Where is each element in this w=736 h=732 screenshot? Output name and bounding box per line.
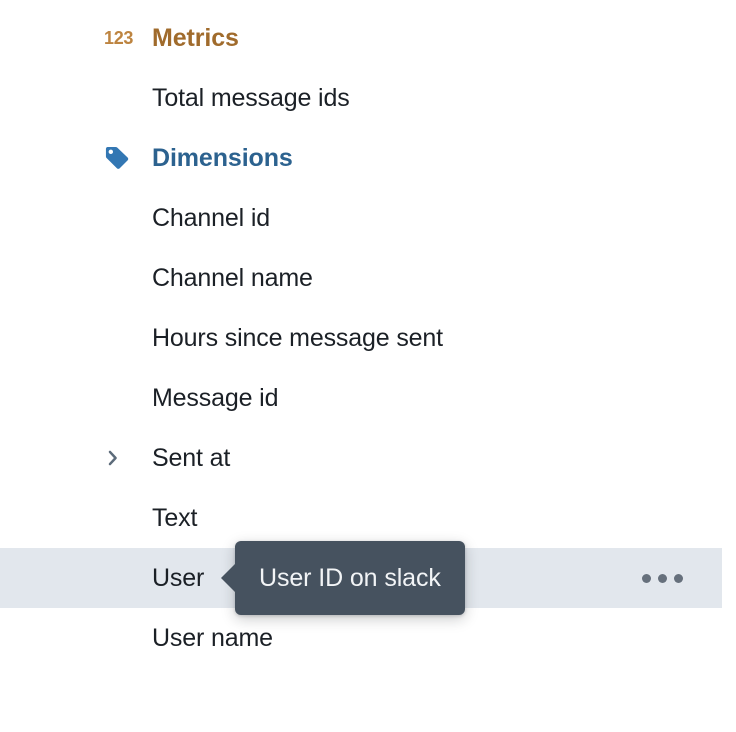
group-header-dimensions: Dimensions (0, 128, 722, 188)
expander-slot (104, 188, 152, 248)
expander-slot (104, 248, 152, 308)
field-label: Channel name (152, 263, 313, 292)
expander-slot (104, 608, 152, 668)
field-row-user-name[interactable]: User name (0, 608, 722, 668)
chevron-right-icon[interactable] (104, 449, 122, 467)
123-icon: 123 (104, 28, 134, 48)
expander-slot (104, 308, 152, 368)
group-title-dimensions: Dimensions (152, 143, 293, 172)
expander-slot[interactable] (104, 428, 152, 488)
field-label: Message id (152, 383, 279, 412)
field-row-hours-since-message-sent[interactable]: Hours since message sent (0, 308, 722, 368)
dimensions-icon-slot (0, 128, 152, 188)
more-options-icon[interactable] (641, 573, 683, 583)
field-row-text[interactable]: Text (0, 488, 722, 548)
field-row-total-message-ids[interactable]: Total message ids (0, 68, 722, 128)
field-label: User (152, 563, 205, 592)
field-row-sent-at[interactable]: Sent at (0, 428, 722, 488)
tag-icon (104, 145, 130, 171)
more-options-button[interactable] (630, 548, 694, 608)
field-label: User name (152, 623, 273, 652)
expander-slot (104, 548, 152, 608)
expander-slot (104, 68, 152, 128)
field-label: Total message ids (152, 83, 350, 112)
tooltip-arrow-icon (221, 563, 236, 593)
field-label: Hours since message sent (152, 323, 443, 352)
field-row-message-id[interactable]: Message id (0, 368, 722, 428)
expander-slot (104, 368, 152, 428)
field-row-channel-id[interactable]: Channel id (0, 188, 722, 248)
metrics-icon-slot: 123 (0, 8, 152, 68)
field-row-channel-name[interactable]: Channel name (0, 248, 722, 308)
field-tooltip: User ID on slack (221, 541, 465, 615)
field-label: Text (152, 503, 198, 532)
field-label: Sent at (152, 443, 231, 472)
tooltip-text: User ID on slack (259, 563, 441, 592)
field-label: Channel id (152, 203, 271, 232)
group-title-metrics: Metrics (152, 23, 239, 52)
group-header-metrics: 123 Metrics (0, 8, 722, 68)
expander-slot (104, 488, 152, 548)
